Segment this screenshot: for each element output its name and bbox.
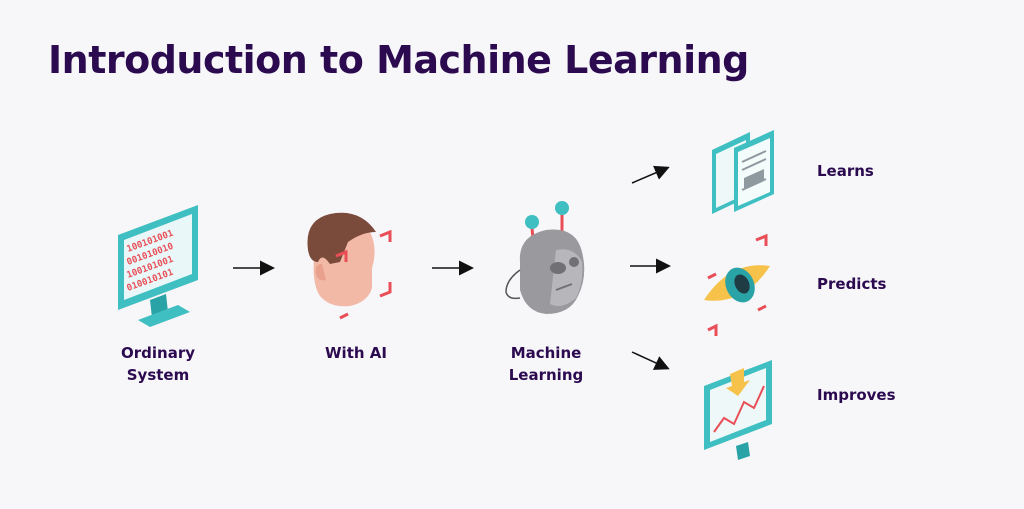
stage-label-line: Learning bbox=[508, 366, 584, 384]
outcome-label-learns: Learns bbox=[817, 162, 874, 180]
page-title: Introduction to Machine Learning bbox=[48, 38, 749, 82]
stage-label-machine-learning: Machine Learning bbox=[476, 342, 616, 386]
stage-label-line: With AI bbox=[325, 344, 387, 362]
monitor-binary-icon: 100101001 001010010 100101001 010010101 bbox=[118, 205, 198, 327]
flow-arrows bbox=[233, 165, 671, 370]
human-head-icon bbox=[307, 212, 392, 320]
stage-label-ordinary-system: Ordinary System bbox=[88, 342, 228, 386]
documents-icon bbox=[712, 130, 774, 214]
arrow-learns bbox=[631, 165, 670, 184]
chart-monitor-icon bbox=[704, 360, 772, 460]
stage-label-line: System bbox=[126, 366, 190, 384]
robot-head-icon bbox=[505, 201, 585, 314]
outcome-label-improves: Improves bbox=[817, 386, 896, 404]
stage-label-with-ai: With AI bbox=[286, 342, 426, 364]
arrow-improves bbox=[631, 351, 670, 370]
stage-label-line: Machine bbox=[510, 344, 582, 362]
eye-icon bbox=[704, 233, 770, 336]
stage-label-line: Ordinary bbox=[120, 344, 195, 362]
outcome-label-predicts: Predicts bbox=[817, 275, 887, 293]
